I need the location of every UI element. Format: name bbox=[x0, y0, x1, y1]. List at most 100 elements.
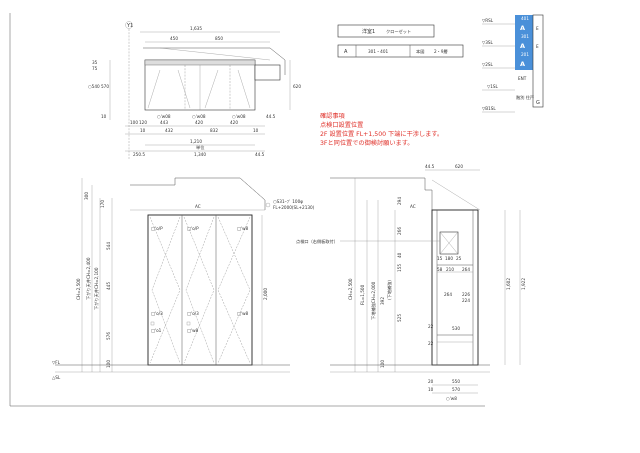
section-left-dim: 525 bbox=[397, 314, 402, 322]
plan-left-dim-3: 570 bbox=[101, 84, 109, 89]
notes-line-1: 点検口設置位置 bbox=[320, 121, 363, 129]
item-name: クローゼット bbox=[386, 28, 411, 35]
badge-a-2: A bbox=[520, 42, 525, 50]
plan-pin-2: ○'w08 bbox=[192, 114, 206, 119]
grid-label: Y1 bbox=[126, 23, 133, 29]
room-name: 洋室1 bbox=[362, 28, 375, 35]
badge-num: 301 bbox=[521, 34, 529, 39]
level-1sl: ▽1SL bbox=[487, 84, 499, 89]
section-top-dim-2: 620 bbox=[455, 164, 463, 169]
side-letter: E bbox=[536, 44, 539, 49]
section-ch-label: (下地補強) bbox=[386, 280, 393, 300]
notes-line-3: 3Fと同位置での御検討願います。 bbox=[320, 139, 414, 147]
scale-note: 2・9層 bbox=[434, 49, 448, 55]
section-ch-label: 下地補強CH=2,000 bbox=[370, 281, 377, 320]
door-mark: □'w8 bbox=[187, 328, 199, 333]
section-ac-label: AC bbox=[410, 204, 416, 209]
section-left-dim: 40 bbox=[397, 252, 402, 258]
plan-view: Y1 1,635 450 850 35 75 570 10 ○540 620 4… bbox=[88, 21, 301, 160]
plan-lower-dim: 443 bbox=[160, 120, 168, 125]
badge-num: 401 bbox=[521, 16, 529, 21]
level-rsl: ▽RSL bbox=[482, 18, 494, 23]
front-left-dim: 100 bbox=[106, 360, 111, 368]
plan-side-label: ○540 bbox=[88, 84, 100, 89]
section-inner-dim: 210 bbox=[446, 267, 454, 272]
plan-lower-dim: 420 bbox=[230, 120, 238, 125]
front-left-dim: 170 bbox=[100, 200, 105, 208]
front-ch-label: CH=2,500 bbox=[76, 278, 81, 300]
section-view: 44.5 620 AC 点検口（右側板取付） 15 180 25 58 210 … bbox=[296, 164, 526, 401]
front-left-dim: 576 bbox=[106, 332, 111, 340]
front-left-dim: 300 bbox=[84, 192, 89, 200]
section-inner-dim: 530 bbox=[452, 326, 460, 331]
section-inner-dim: 224 bbox=[462, 298, 470, 303]
plan-pin-3: ○'w08 bbox=[232, 114, 246, 119]
section-right-dim-2: 1,922 bbox=[521, 278, 526, 290]
notes-line-2: 2F 設置位置 FL+1,500 下端に干渉します。 bbox=[320, 130, 443, 138]
plan-overall-width: 1,210 bbox=[190, 139, 202, 144]
badge-num: 201 bbox=[521, 52, 529, 57]
plan-left-dim-1: 35 bbox=[92, 60, 98, 65]
section-inner-dim: 15 bbox=[437, 256, 443, 261]
section-right-dim-1: 1,602 bbox=[506, 278, 511, 290]
front-right-dim: 2,000 bbox=[263, 288, 268, 300]
front-callout-1: ○S31ｰﾌﾞ 100φ bbox=[273, 199, 303, 205]
sleeve-icon bbox=[265, 202, 271, 208]
unit-badge-column bbox=[515, 15, 533, 70]
section-inner-dim: 25 bbox=[456, 256, 462, 261]
plan-lower-dim: 832 bbox=[210, 128, 218, 133]
section-inner-dim: 22 bbox=[428, 341, 434, 346]
front-ch-label: 下がり天井CH=2,400 bbox=[85, 257, 92, 300]
door-mark: □'o/3 bbox=[151, 311, 163, 316]
badge-a-1: A bbox=[520, 24, 525, 32]
plan-right-dim-2: 44.5 bbox=[266, 114, 276, 119]
section-top-dim-1: 44.5 bbox=[425, 164, 435, 169]
level-3sl: ▽3SL bbox=[482, 40, 494, 45]
title-block: 洋室1 クローゼット A 301・401 本図 2・9層 bbox=[337, 24, 464, 58]
section-bottom-dim: ○'w8 bbox=[446, 396, 457, 401]
plan-left-dim-2: 75 bbox=[92, 66, 98, 71]
notes-heading: 確認事項 bbox=[320, 112, 346, 120]
door-mark: □'o1 bbox=[151, 328, 162, 333]
level-b1sl: ▽B1SL bbox=[482, 106, 496, 111]
front-callout-2: FL+2000(SL+2130) bbox=[273, 205, 315, 210]
plan-left-dim-4: 10 bbox=[101, 114, 107, 119]
front-fl-label: ▽FL bbox=[52, 360, 61, 365]
plan-bottom-dim-3: 44.5 bbox=[255, 152, 265, 157]
ent-label: ENT bbox=[518, 76, 527, 81]
plan-bottom-dim-1: 250.5 bbox=[133, 152, 145, 157]
section-left-dim: 155 bbox=[397, 264, 402, 272]
plan-pin-1: ○'w08 bbox=[157, 114, 171, 119]
front-elevation: AC ○S31ｰﾌﾞ 100φ FL+2000(SL+2130) □'o/P □… bbox=[52, 177, 315, 380]
door-mark: □'o/P bbox=[187, 226, 199, 231]
section-bottom-dim: 550 bbox=[452, 379, 460, 384]
door-mark: □'o/3 bbox=[187, 311, 199, 316]
section-bottom-dim: 20 bbox=[428, 379, 434, 384]
door-mark: □'w8 bbox=[237, 311, 249, 316]
floor-label: 階別 住戸 bbox=[516, 94, 534, 101]
front-sl-label: △SL bbox=[52, 375, 61, 380]
section-bottom-dim: 10 bbox=[428, 387, 434, 392]
type-code: A bbox=[344, 49, 348, 55]
section-ch-label: CH=2,500 bbox=[348, 278, 353, 300]
side-letter: E bbox=[536, 26, 539, 31]
section-inner-dim: 58 bbox=[437, 267, 443, 272]
section-inner-dim: 22 bbox=[428, 324, 434, 329]
plan-lower-dim: 432 bbox=[165, 128, 173, 133]
review-notes: 確認事項 点検口設置位置 2F 設置位置 FL+1,500 下端に干渉します。 … bbox=[320, 112, 443, 147]
front-left-dim: 445 bbox=[106, 282, 111, 290]
plan-lower-dim: 10 bbox=[140, 128, 146, 133]
section-inner-dim: 180 bbox=[445, 256, 453, 261]
plan-bottom-dim-2: 1,340 bbox=[194, 152, 206, 157]
closet-doors-outline bbox=[147, 214, 253, 366]
section-left-dim: 266 bbox=[397, 227, 402, 235]
section-left-dim: 294 bbox=[397, 197, 402, 205]
inspection-label: 点検口（右側板取付） bbox=[296, 238, 338, 245]
grid-bubble-icon bbox=[125, 21, 133, 29]
plan-lower-dim: 420 bbox=[195, 120, 203, 125]
section-left-dim: 100 bbox=[380, 360, 385, 368]
side-letter: G bbox=[536, 100, 540, 106]
plan-lower-dim: 100 bbox=[130, 120, 138, 125]
door-mark: □'o/P bbox=[151, 226, 163, 231]
